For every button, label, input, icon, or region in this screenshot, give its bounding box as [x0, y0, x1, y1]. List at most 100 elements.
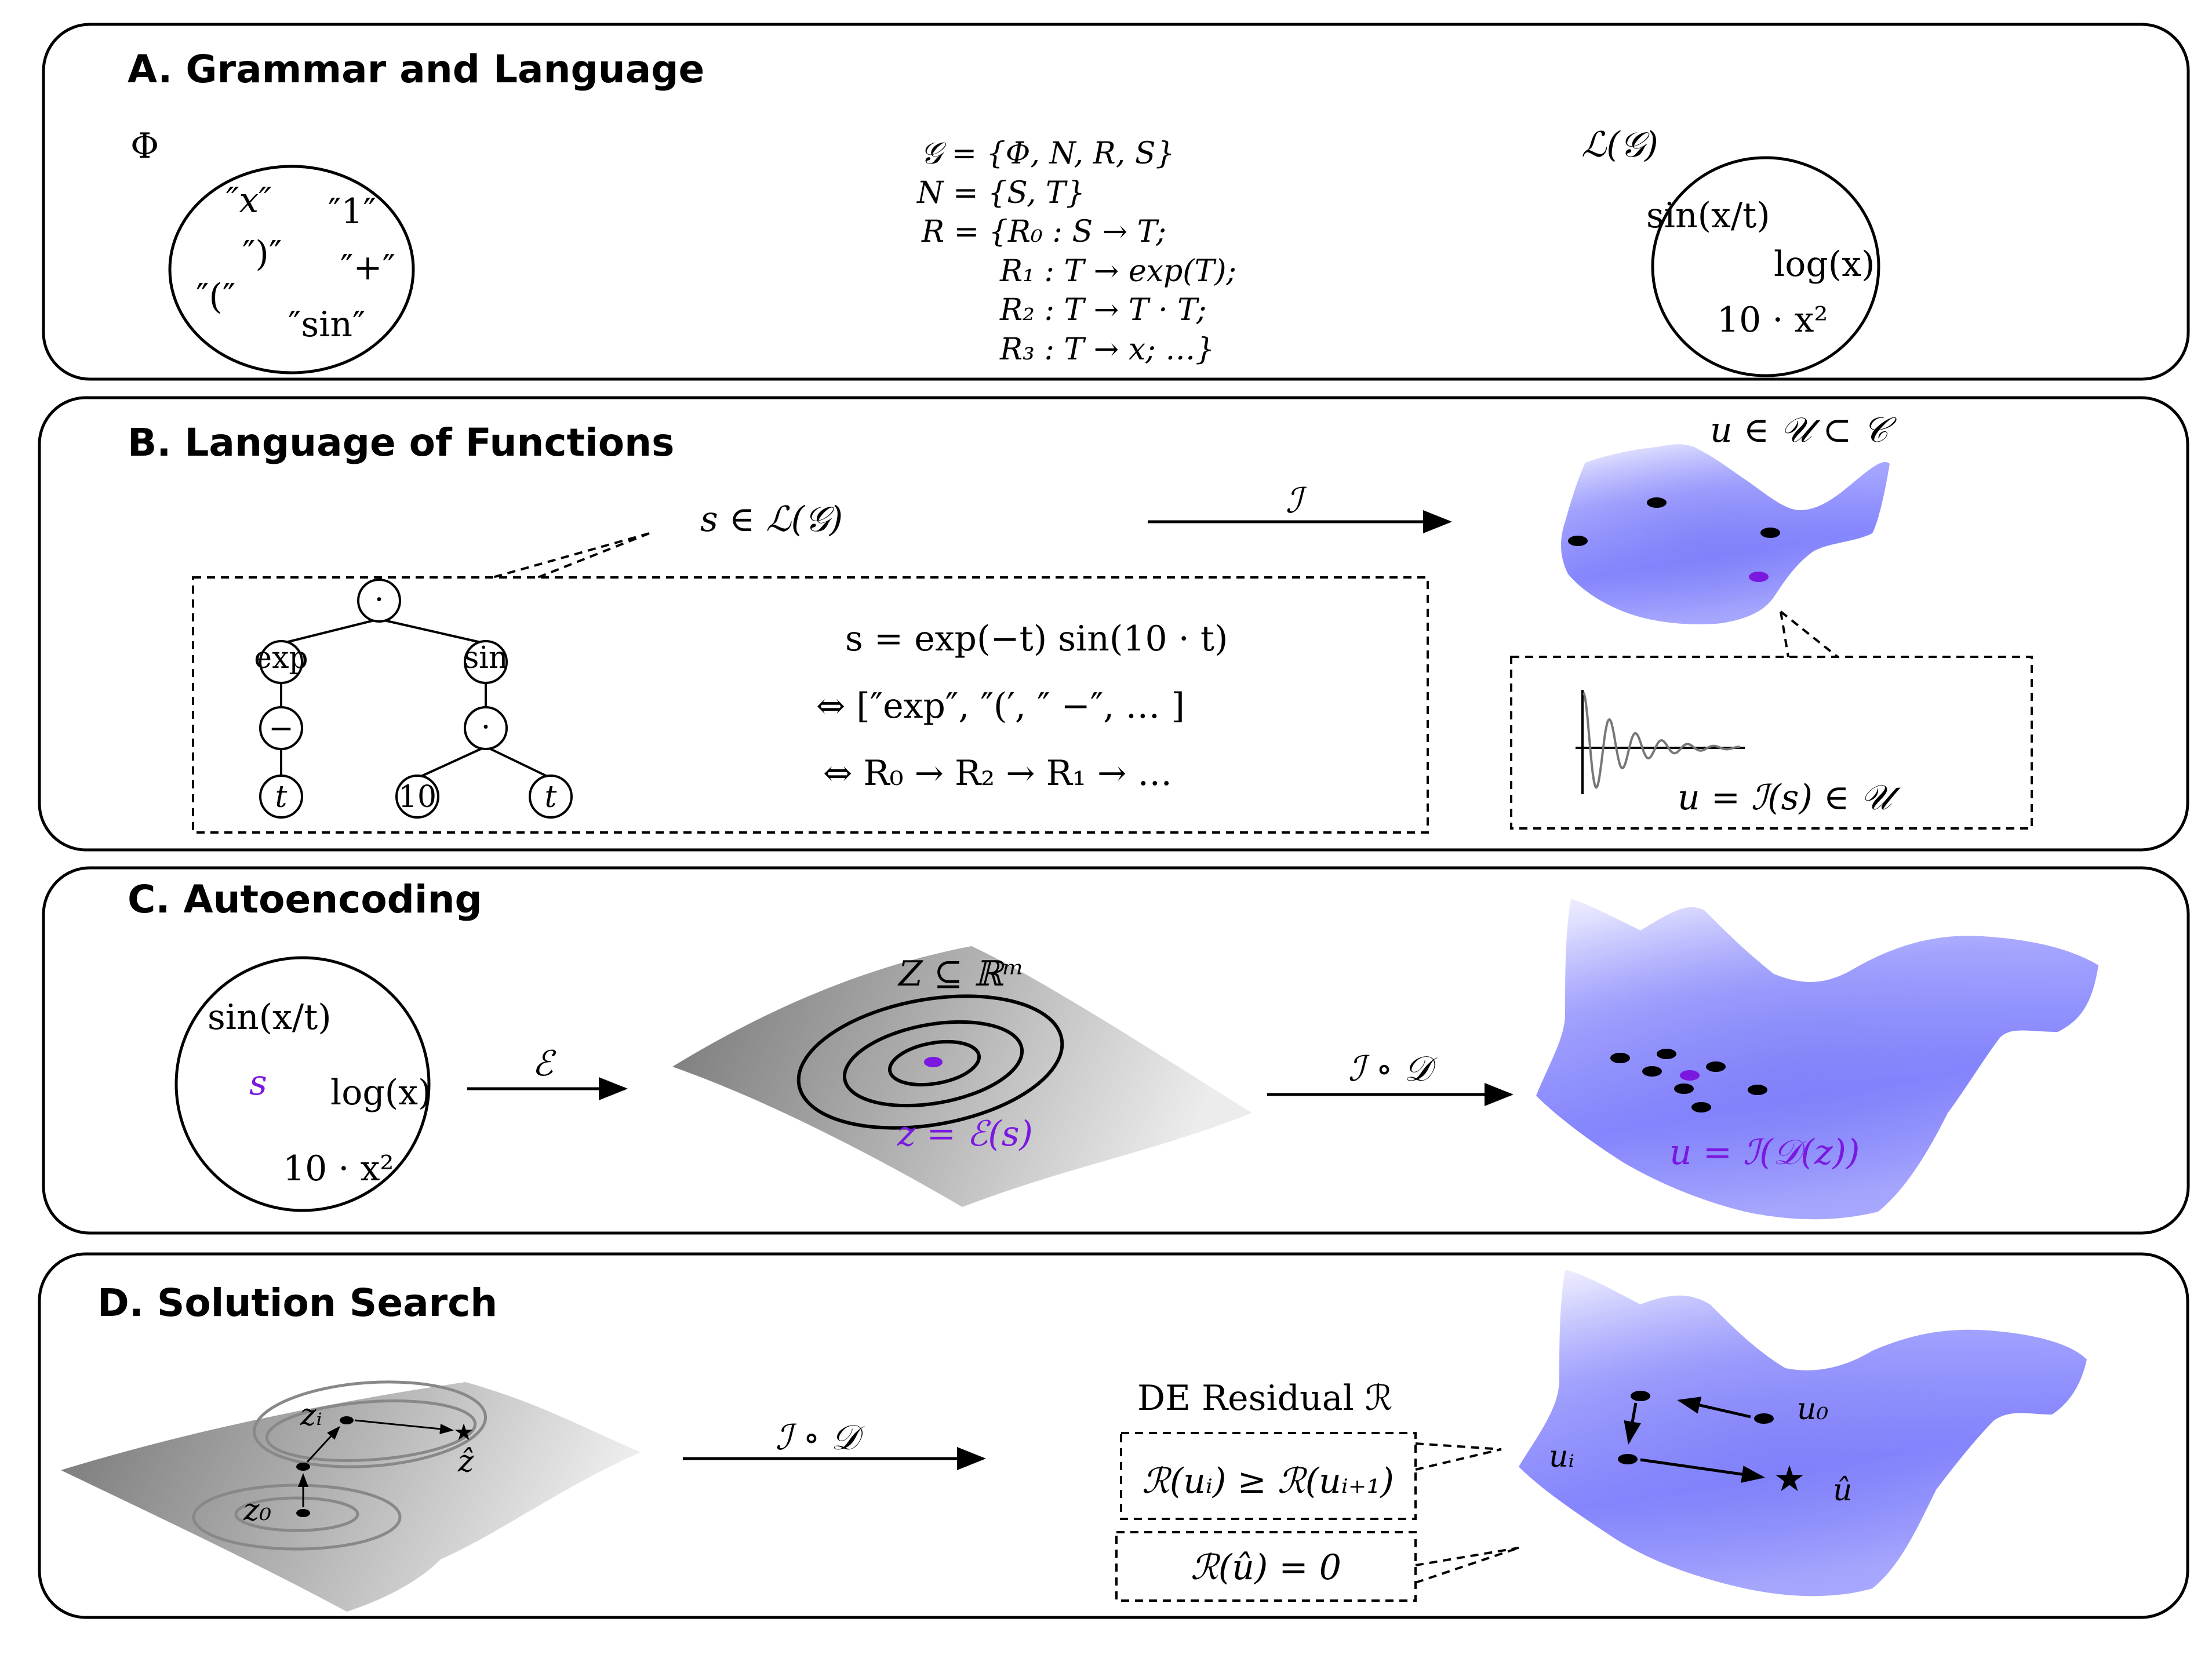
encoder-label: ℰ — [532, 1043, 556, 1084]
latent-contour — [192, 1484, 402, 1551]
selected-string: s — [249, 1063, 267, 1103]
function-path-point — [1631, 1391, 1650, 1401]
function-point — [1568, 536, 1588, 546]
expression-equation: s = exp(−t) sin(10 · t) — [845, 619, 1228, 659]
tree-edge — [417, 746, 486, 779]
alphabet-label: Φ — [130, 126, 159, 166]
decoded-function-point — [1680, 1070, 1700, 1081]
latent-start-label: z₀ — [243, 1493, 271, 1528]
latent-path-step — [354, 1419, 454, 1434]
callout-line — [1780, 611, 1789, 657]
latent-space — [672, 946, 1252, 1207]
panel-b-title: B. Language of Functions — [128, 420, 674, 465]
latent-contour — [265, 1399, 477, 1462]
tree-node: sin — [464, 640, 508, 684]
tree-node: · — [464, 706, 508, 750]
decoder-label: ℐ ∘ 𝒟 — [776, 1417, 865, 1458]
latent-code-label: z = ℰ(s) — [897, 1114, 1033, 1154]
function-point — [1691, 1102, 1711, 1112]
function-current-label: uᵢ — [1549, 1439, 1574, 1474]
language-label: ℒ(𝒢) — [1581, 125, 1658, 165]
grammar-definition: 𝒢 = {Φ, N, R, S} N = {S, T} R = {R₀ : S … — [916, 136, 1236, 367]
function-point — [1706, 1061, 1726, 1072]
grammar-line: R₃ : T → x; …} — [999, 332, 1214, 367]
callout-line — [1780, 610, 1839, 658]
function-surface — [1561, 444, 1890, 624]
language-item: 10 · x² — [1717, 300, 1828, 340]
function-path-step — [1640, 1458, 1765, 1483]
panel-d-title: D. Solution Search — [97, 1281, 497, 1325]
latent-point — [924, 1057, 943, 1067]
language-item: 10 · x² — [283, 1148, 394, 1189]
function-point — [1748, 1085, 1767, 1095]
latent-contour — [252, 1380, 487, 1468]
language-set — [174, 956, 431, 1212]
panel-a: A. Grammar and Language Φ ″x″ ″1″ ″)″ ″+… — [42, 23, 2190, 381]
function-optimum-label: û — [1833, 1473, 1853, 1508]
panel-c-title: C. Autoencoding — [128, 877, 482, 922]
residual-decrease: ℛ(uᵢ) ≥ ℛ(uᵢ₊₁) — [1142, 1461, 1394, 1501]
tree-edge — [485, 746, 551, 779]
latent-contour — [796, 994, 1064, 1130]
selected-function-point — [1749, 572, 1769, 582]
alphabet-symbol: ″sin″ — [288, 304, 365, 345]
function-current-point — [1618, 1454, 1638, 1464]
panel-d: D. Solution Search ★ zᵢ z₀ ẑ ℐ ∘ 𝒟 DE Re… — [38, 1252, 2189, 1619]
residual-title: DE Residual ℛ — [1137, 1378, 1393, 1419]
language-item: sin(x/t) — [1646, 195, 1770, 236]
latent-search-space: ★ — [61, 1380, 641, 1612]
latent-current-label: zᵢ — [300, 1398, 322, 1432]
tree-node: t — [259, 775, 303, 819]
language-set — [1651, 156, 1880, 377]
grammar-line: 𝒢 = {Φ, N, R, S} — [921, 136, 1175, 171]
tree-node: − — [259, 706, 303, 750]
alphabet-symbol: ″+″ — [340, 248, 395, 288]
tree-node: · — [357, 579, 401, 623]
alphabet-symbol: ″1″ — [328, 191, 376, 232]
function-surface: ★ — [1519, 1270, 2087, 1597]
svg-text:·: · — [481, 710, 491, 745]
damped-oscillation-plot — [1576, 690, 1745, 794]
expression-callout-box — [192, 576, 1429, 834]
grammar-line: R = {R₀ : S → T; — [921, 214, 1166, 249]
tree-edge — [379, 618, 486, 645]
language-item: log(x) — [1774, 244, 1875, 285]
latent-optimum-star: ★ — [453, 1419, 474, 1446]
callout-line — [1415, 1442, 1502, 1450]
tree-node: 10 — [395, 775, 439, 819]
tree-node: t — [529, 775, 573, 819]
svg-text:t: t — [275, 780, 288, 815]
function-path-step — [1677, 1397, 1751, 1419]
decoded-function-label: u = ℐ(𝒟(z)) — [1669, 1132, 1860, 1173]
panel-a-frame — [42, 23, 2190, 381]
string-label: s ∈ ℒ(𝒢) — [700, 499, 843, 540]
decoder-label: ℐ ∘ 𝒟 — [1348, 1049, 1438, 1089]
panel-a-title: A. Grammar and Language — [128, 47, 704, 92]
callout-line — [537, 532, 650, 579]
function-point — [1674, 1083, 1694, 1094]
svg-text:·: · — [374, 583, 384, 617]
grammar-line: R₂ : T → T · T; — [999, 293, 1207, 328]
grammar-line: N = {S, T} — [916, 176, 1085, 210]
language-item: sin(x/t) — [208, 997, 332, 1038]
svg-text:−: − — [268, 711, 294, 746]
svg-text:10: 10 — [398, 780, 436, 815]
svg-text:sin: sin — [464, 641, 508, 675]
residual-zero-box — [1115, 1531, 1417, 1602]
function-optimum-star: ★ — [1773, 1457, 1806, 1500]
latent-optimum-label: ẑ — [457, 1444, 474, 1479]
tree-edge — [281, 618, 380, 645]
language-item: log(x) — [330, 1072, 431, 1113]
function-start-point — [1754, 1413, 1774, 1424]
panel-b: B. Language of Functions s ∈ ℒ(𝒢) · exp — [38, 396, 2189, 852]
expression-equation: ⇔ [″exp″, ″(′, ″ −″, … ] — [816, 686, 1185, 726]
expression-equation: ⇔ R₀ → R₂ → R₁ → … — [823, 753, 1172, 794]
function-callout-box — [1510, 656, 2033, 830]
grammar-line: R₁ : T → exp(T); — [999, 254, 1236, 289]
callout-line — [1415, 1547, 1519, 1566]
function-point — [1610, 1053, 1630, 1063]
function-label: u = ℐ(s) ∈ 𝒰 — [1678, 777, 1901, 818]
function-point — [1647, 497, 1667, 508]
expression-tree: · exp sin − · t — [254, 579, 573, 819]
